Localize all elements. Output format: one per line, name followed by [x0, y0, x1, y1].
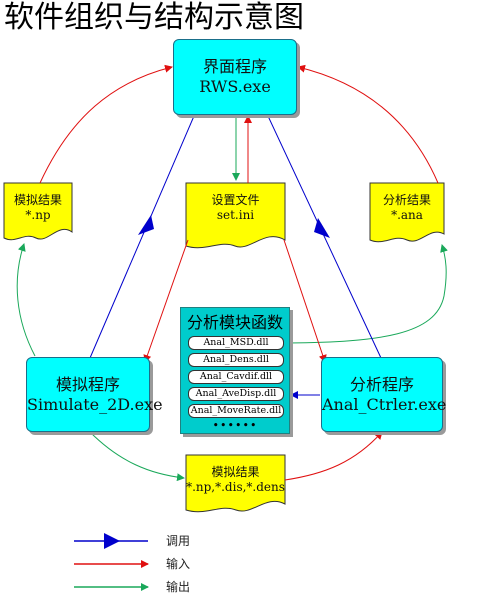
- legend-output-label: 输出: [166, 580, 191, 594]
- sim-result-bottom-file: *.np,*.dis,*.dens: [186, 480, 285, 494]
- rws-program-name: 界面程序: [202, 57, 267, 76]
- sim-result-left-doc: 模拟结果 *.np: [4, 183, 72, 223]
- output-anal-to-ana: [287, 244, 448, 344]
- output-sim-to-np: [16, 243, 36, 357]
- settings-file: set.ini: [216, 208, 255, 222]
- anal-program-name: 分析程序: [349, 374, 414, 394]
- output-sim-to-bottom: [89, 431, 185, 482]
- call-rws-arrowhead-sim: [138, 215, 154, 235]
- anal-result-name: 分析结果: [382, 193, 431, 207]
- input-ana-to-rws: [297, 64, 439, 184]
- module-item[interactable]: Anal_Cavdif.dll: [188, 370, 284, 384]
- sim-result-left-name: 模拟结果: [13, 193, 62, 207]
- analysis-modules-panel: 分析模块函数 Anal_MSD.dll Anal_Dens.dll Anal_C…: [180, 307, 290, 434]
- analysis-modules-title: 分析模块函数: [186, 313, 283, 332]
- doc-shape-settings: [185, 182, 286, 249]
- page-title: 软件组织与结构示意图: [4, 0, 304, 35]
- settings-doc: 设置文件 set.ini: [186, 183, 285, 223]
- module-item[interactable]: Anal_AveDisp.dll: [188, 387, 284, 401]
- sim-result-left-file: *.np: [25, 208, 51, 222]
- doc-shape-anal-result: [369, 182, 445, 243]
- anal-result-doc: 分析结果 *.ana: [370, 183, 444, 223]
- call-rws-arrowhead-anal: [314, 218, 330, 238]
- simulate-program-file: Simulate_2D.exe: [27, 394, 163, 414]
- module-item[interactable]: Anal_Dens.dll: [188, 353, 284, 367]
- input-np-to-rws: [39, 64, 173, 184]
- settings-name: 设置文件: [211, 193, 260, 207]
- anal-result-file: *.ana: [391, 208, 423, 222]
- rws-program-file: RWS.exe: [199, 77, 271, 96]
- module-item[interactable]: Anal_MoveRate.dll: [188, 404, 284, 418]
- call-rws-to-anal: [267, 115, 382, 359]
- doc-shape-sim-result-bottom: [185, 454, 286, 513]
- anal-program-box[interactable]: 分析程序 Anal_Ctrler.exe: [321, 357, 447, 432]
- anal-program-file: Anal_Ctrler.exe: [322, 394, 447, 414]
- simulate-program-box[interactable]: 模拟程序 Simulate_2D.exe: [26, 357, 163, 432]
- legend-input-label: 输入: [166, 557, 191, 571]
- input-settings-to-anal: [283, 239, 327, 363]
- rws-program-box[interactable]: 界面程序 RWS.exe: [173, 39, 297, 115]
- sim-result-bottom-name: 模拟结果: [211, 465, 260, 479]
- input-bottom-to-anal: [284, 431, 383, 481]
- legend-call-label: 调用: [166, 534, 191, 548]
- module-item[interactable]: Anal_MSD.dll: [188, 336, 284, 350]
- module-more-indicator: ••••••: [212, 419, 258, 432]
- call-rws-to-sim: [89, 115, 195, 359]
- input-settings-to-sim: [143, 239, 189, 363]
- sim-result-bottom-doc: 模拟结果 *.np,*.dis,*.dens: [186, 455, 285, 495]
- legend-call-arrowhead: [104, 533, 120, 549]
- simulate-program-name: 模拟程序: [55, 374, 120, 394]
- doc-shape-sim-result-left: [3, 182, 73, 241]
